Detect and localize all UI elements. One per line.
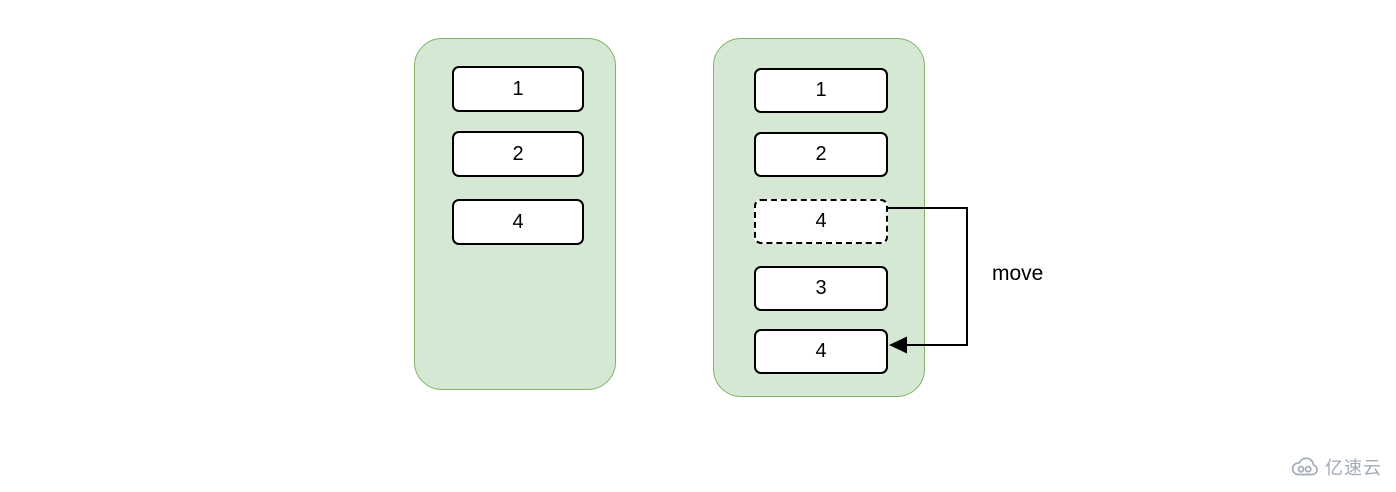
list-item-label: 3 [815, 277, 827, 299]
list-item-box-dashed-source: 4 [754, 199, 888, 244]
list-item-box-move-target: 4 [754, 329, 888, 374]
list-item-box: 2 [754, 132, 888, 177]
list-item-label: 1 [512, 77, 524, 100]
list-item-box: 2 [452, 131, 584, 177]
list-item-label: 2 [512, 142, 524, 165]
list-item-label: 4 [512, 210, 524, 233]
list-item-box: 4 [452, 199, 584, 245]
watermark: 亿速云 [1290, 454, 1382, 480]
list-item-label: 2 [815, 143, 827, 165]
list-item-label: 4 [815, 340, 827, 362]
list-container-before: 1 2 4 [414, 38, 616, 390]
watermark-text: 亿速云 [1325, 458, 1382, 478]
move-arrow-label: move [992, 262, 1044, 285]
list-item-box: 1 [452, 66, 584, 112]
list-container-after: 1 2 4 3 4 [713, 38, 925, 397]
list-item-box: 1 [754, 68, 888, 113]
list-item-label: 4 [815, 210, 827, 232]
list-item-box: 3 [754, 266, 888, 311]
list-item-label: 1 [815, 79, 827, 101]
cloud-logo-icon [1291, 457, 1318, 476]
